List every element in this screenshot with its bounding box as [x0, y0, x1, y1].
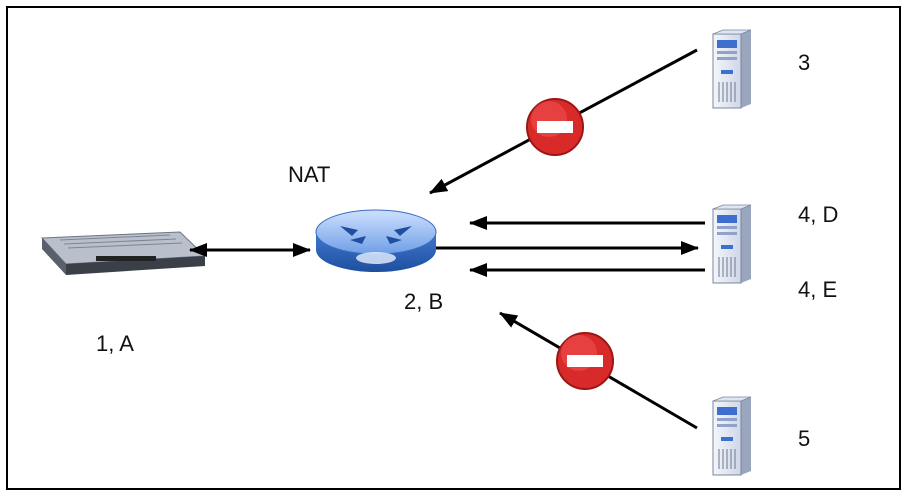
server-3-label: 3	[798, 50, 811, 75]
server-4e-label: 4, E	[798, 277, 838, 302]
server-5-label: 5	[798, 426, 811, 451]
nat-label: NAT	[288, 162, 331, 187]
no-entry-icon	[556, 332, 614, 390]
router-icon	[315, 209, 437, 272]
server-5-icon	[712, 396, 752, 476]
server-3-icon	[712, 29, 752, 109]
server-4d-label: 4, D	[798, 202, 839, 227]
host-label: 1, A	[96, 331, 134, 356]
no-entry-icon	[526, 98, 584, 156]
router-label: 2, B	[404, 289, 444, 314]
server-4-icon	[712, 204, 752, 284]
modem-device-icon	[40, 231, 207, 275]
